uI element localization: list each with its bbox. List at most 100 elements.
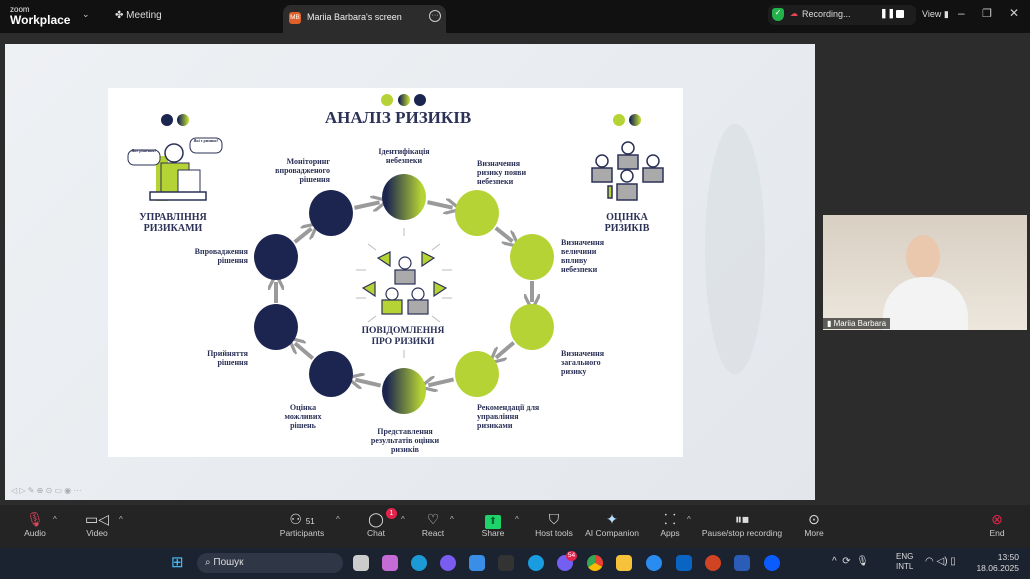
- step-circle: [455, 351, 499, 397]
- end-icon: ⊗: [991, 511, 1003, 527]
- chat-options-caret[interactable]: ^: [401, 515, 405, 524]
- audio-button[interactable]: 🎙︎Audio: [5, 510, 65, 538]
- left-heading-line: УПРАВЛІННЯ: [139, 212, 207, 223]
- search-icon: ⌕: [205, 557, 214, 568]
- bubble-question-1: Яке рішення?: [131, 148, 157, 153]
- mail-icon[interactable]: [469, 555, 485, 571]
- more-options-icon[interactable]: ···: [429, 10, 441, 22]
- chat-label: Chat: [367, 528, 385, 538]
- copilot-icon[interactable]: [382, 555, 398, 571]
- host-tools-button[interactable]: ⛉Host tools: [524, 510, 584, 538]
- bubble-question-2: Які є ризики?: [193, 138, 219, 143]
- minimize-button[interactable]: –: [958, 6, 965, 20]
- app-icon[interactable]: [440, 555, 456, 571]
- recording-status: Recording...: [802, 9, 851, 19]
- app-icon[interactable]: [498, 555, 514, 571]
- recording-cloud-icon: ☁: [790, 9, 798, 18]
- slide: АНАЛІЗ РИЗИКІВ Яке рішення? Які є ризики…: [108, 88, 683, 457]
- experts-illustration: [591, 141, 664, 201]
- communication-illustration: [361, 251, 448, 315]
- pause-icon[interactable]: ❚❚: [880, 8, 896, 18]
- pause-stop-recording-button[interactable]: ⏸⏹Pause/stop recording: [697, 510, 787, 538]
- participants-icon: ⚇ 51: [289, 511, 315, 527]
- system-tray[interactable]: ^ ⟳ 🎙︎: [832, 556, 869, 567]
- cycle-arrow: [494, 226, 513, 241]
- participant-body: [883, 277, 968, 330]
- more-button[interactable]: ⊙More: [784, 510, 844, 538]
- word-icon[interactable]: [734, 555, 750, 571]
- video-options-caret[interactable]: ^: [119, 515, 123, 524]
- share-label: Share: [481, 528, 505, 538]
- share-button[interactable]: ⬆Share: [463, 510, 523, 538]
- apps-label: Apps: [660, 528, 680, 538]
- end-button[interactable]: ⊗End: [967, 510, 1027, 538]
- search-placeholder: Пошук: [213, 557, 244, 568]
- step-circle: [455, 190, 499, 236]
- center-heading-line: ПОВІДОМЛЕННЯ: [361, 326, 445, 336]
- cycle-arrow: [427, 202, 452, 208]
- lang-line: ENG: [896, 552, 914, 561]
- audio-label: Audio: [24, 528, 46, 538]
- outlook-icon[interactable]: [676, 555, 692, 571]
- edge-icon[interactable]: [411, 555, 427, 571]
- pause-stop-icon: ⏸⏹: [735, 511, 749, 527]
- app-icon[interactable]: [646, 555, 662, 571]
- step-circle: [382, 174, 426, 220]
- chat-button[interactable]: ◯Chat: [346, 510, 406, 538]
- cycle-arrow: [295, 343, 315, 360]
- react-label: React: [421, 528, 445, 538]
- chrome-icon[interactable]: [587, 555, 603, 571]
- zoom-icon[interactable]: [764, 555, 780, 571]
- background-shape: [705, 124, 765, 374]
- diagram: [127, 94, 664, 414]
- ai-companion-label: AI Companion: [585, 528, 639, 538]
- task-view-icon[interactable]: [353, 555, 369, 571]
- tab-title: Mariia Barbara's screen: [307, 12, 402, 22]
- shield-check-icon[interactable]: ✓: [772, 8, 784, 21]
- recording-controls: ✓ ☁ Recording... ❚❚: [768, 5, 916, 25]
- cycle-arrow: [428, 379, 455, 385]
- close-button[interactable]: ✕: [1009, 6, 1020, 20]
- date: 18.06.2025: [976, 563, 1019, 573]
- participants-label: Participants: [279, 528, 325, 538]
- chat-badge: 1: [386, 508, 397, 519]
- meeting-tab[interactable]: ✤ Meeting: [115, 10, 162, 21]
- taskbar-search[interactable]: ⌕ Пошук: [197, 553, 343, 573]
- step-circle: [309, 351, 353, 397]
- cycle-arrow: [293, 229, 312, 244]
- stop-icon[interactable]: [896, 10, 904, 18]
- powerpoint-icon[interactable]: [705, 555, 721, 571]
- network-volume-battery-icons[interactable]: ◠ ◁) ▯: [925, 556, 956, 567]
- brand: Workplace: [10, 13, 71, 27]
- participant-video[interactable]: ▮ Mariia Barbara: [823, 215, 1027, 330]
- participants-options-caret[interactable]: ^: [336, 515, 340, 524]
- left-heading-line: РИЗИКАМИ: [143, 223, 203, 234]
- slide-nav-controls[interactable]: ◁ ▷ ✎ ⊕ ⊙ ▭ ◉ ···: [11, 486, 82, 495]
- react-options-caret[interactable]: ^: [450, 515, 454, 524]
- time: 13:50: [997, 552, 1019, 562]
- participants-icon: ✤: [115, 10, 127, 21]
- avatar: MB: [289, 12, 301, 24]
- apps-options-caret[interactable]: ^: [687, 515, 691, 524]
- restore-button[interactable]: ❐: [982, 8, 992, 20]
- end-label: End: [989, 528, 1005, 538]
- view-button[interactable]: View ▮: [922, 9, 949, 19]
- right-heading-line: РИЗИКІВ: [604, 223, 650, 234]
- audio-options-caret[interactable]: ^: [53, 515, 57, 524]
- video-button[interactable]: ▭◁Video: [67, 510, 127, 538]
- screen-share-tab[interactable]: MB Mariia Barbara's screen ···: [283, 5, 446, 33]
- host-tools-label: Host tools: [535, 528, 573, 538]
- file-explorer-icon[interactable]: [616, 555, 632, 571]
- ai-companion-button[interactable]: ✦AI Companion: [577, 510, 647, 538]
- start-button[interactable]: ⊞: [171, 554, 184, 571]
- share-options-caret[interactable]: ^: [515, 515, 519, 524]
- skype-icon[interactable]: [528, 555, 544, 571]
- brand-menu-chevron-icon[interactable]: ⌄: [82, 9, 90, 19]
- react-button[interactable]: ♡React: [403, 510, 463, 538]
- apps-button[interactable]: ⸬Apps: [640, 510, 700, 538]
